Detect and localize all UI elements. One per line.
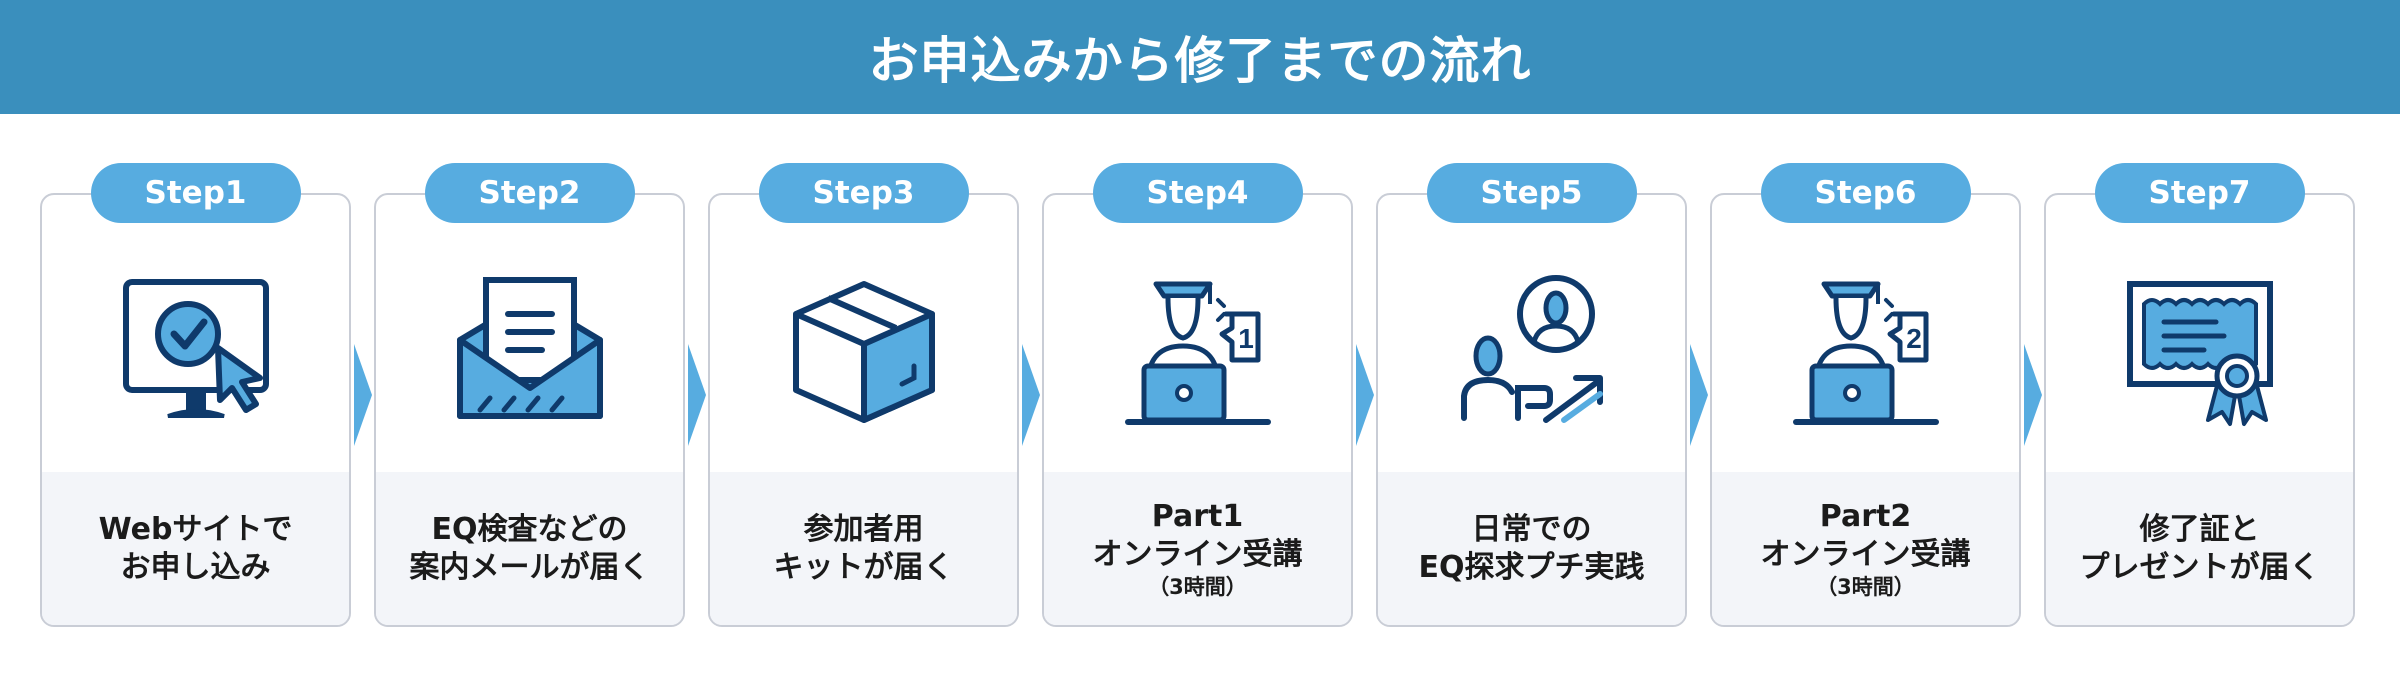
certificate-icon xyxy=(2126,281,2273,426)
step-text-line: オンライン受講 xyxy=(1092,536,1303,572)
step-text-line: EQ検査などの xyxy=(431,511,628,547)
step-text-line: プレゼントが届く xyxy=(2079,549,2320,585)
flow-arrow-icon xyxy=(2024,344,2042,446)
online-course-icon: 1 xyxy=(1124,281,1271,425)
step-card: EQ検査などの案内メールが届く xyxy=(374,193,685,627)
step-description: 修了証とプレゼントが届く xyxy=(2046,472,2353,625)
svg-text:1: 1 xyxy=(1238,323,1254,354)
step-text-line: お申し込み xyxy=(120,549,271,585)
step-label-pill: Step7 xyxy=(2094,163,2305,223)
flow-arrow-icon xyxy=(1690,344,1708,446)
step-text-line: 参加者用 xyxy=(803,511,924,547)
step-text-line: キットが届く xyxy=(773,549,954,585)
step-label-pill: Step1 xyxy=(90,163,301,223)
step-label-pill: Step5 xyxy=(1426,163,1637,223)
mail-icon xyxy=(456,277,603,419)
step-description: 参加者用キットが届く xyxy=(710,472,1017,625)
step-text-line: Webサイトで xyxy=(98,511,293,547)
flow-arrow-icon xyxy=(688,344,706,446)
step-text-line: オンライン受講 xyxy=(1760,536,1971,572)
step-text-line: EQ探求プチ実践 xyxy=(1418,549,1645,585)
step-text-line: 修了証と xyxy=(2139,511,2260,547)
header-banner: お申込みから修了までの流れ xyxy=(0,0,2400,114)
flow-arrow-icon xyxy=(354,344,372,446)
step-duration-note: （3時間） xyxy=(1148,574,1247,599)
step-label-pill: Step3 xyxy=(758,163,969,223)
step-description: Webサイトでお申し込み xyxy=(42,472,349,625)
box-icon xyxy=(792,281,935,423)
step-duration-note: （3時間） xyxy=(1816,574,1915,599)
step-text-line: Part2 xyxy=(1819,498,1912,534)
step-text-line: 日常での xyxy=(1471,511,1592,547)
step-label-pill: Step2 xyxy=(424,163,635,223)
svg-text:2: 2 xyxy=(1906,323,1922,354)
step-card: 修了証とプレゼントが届く xyxy=(2044,193,2355,627)
page-title: お申込みから修了までの流れ xyxy=(868,32,1532,90)
web-signup-icon xyxy=(122,279,269,418)
step-text-line: Part1 xyxy=(1151,498,1244,534)
step-card: Webサイトでお申し込み xyxy=(40,193,351,627)
step-label-pill: Step4 xyxy=(1092,163,1303,223)
step-label-pill: Step6 xyxy=(1760,163,1971,223)
step-text-line: 案内メールが届く xyxy=(409,549,650,585)
practice-icon xyxy=(1460,275,1603,423)
flow-arrow-icon xyxy=(1356,344,1374,446)
online-course-icon: 2 xyxy=(1792,281,1939,425)
flow-arrow-icon xyxy=(1022,344,1040,446)
step-description: EQ検査などの案内メールが届く xyxy=(376,472,683,625)
